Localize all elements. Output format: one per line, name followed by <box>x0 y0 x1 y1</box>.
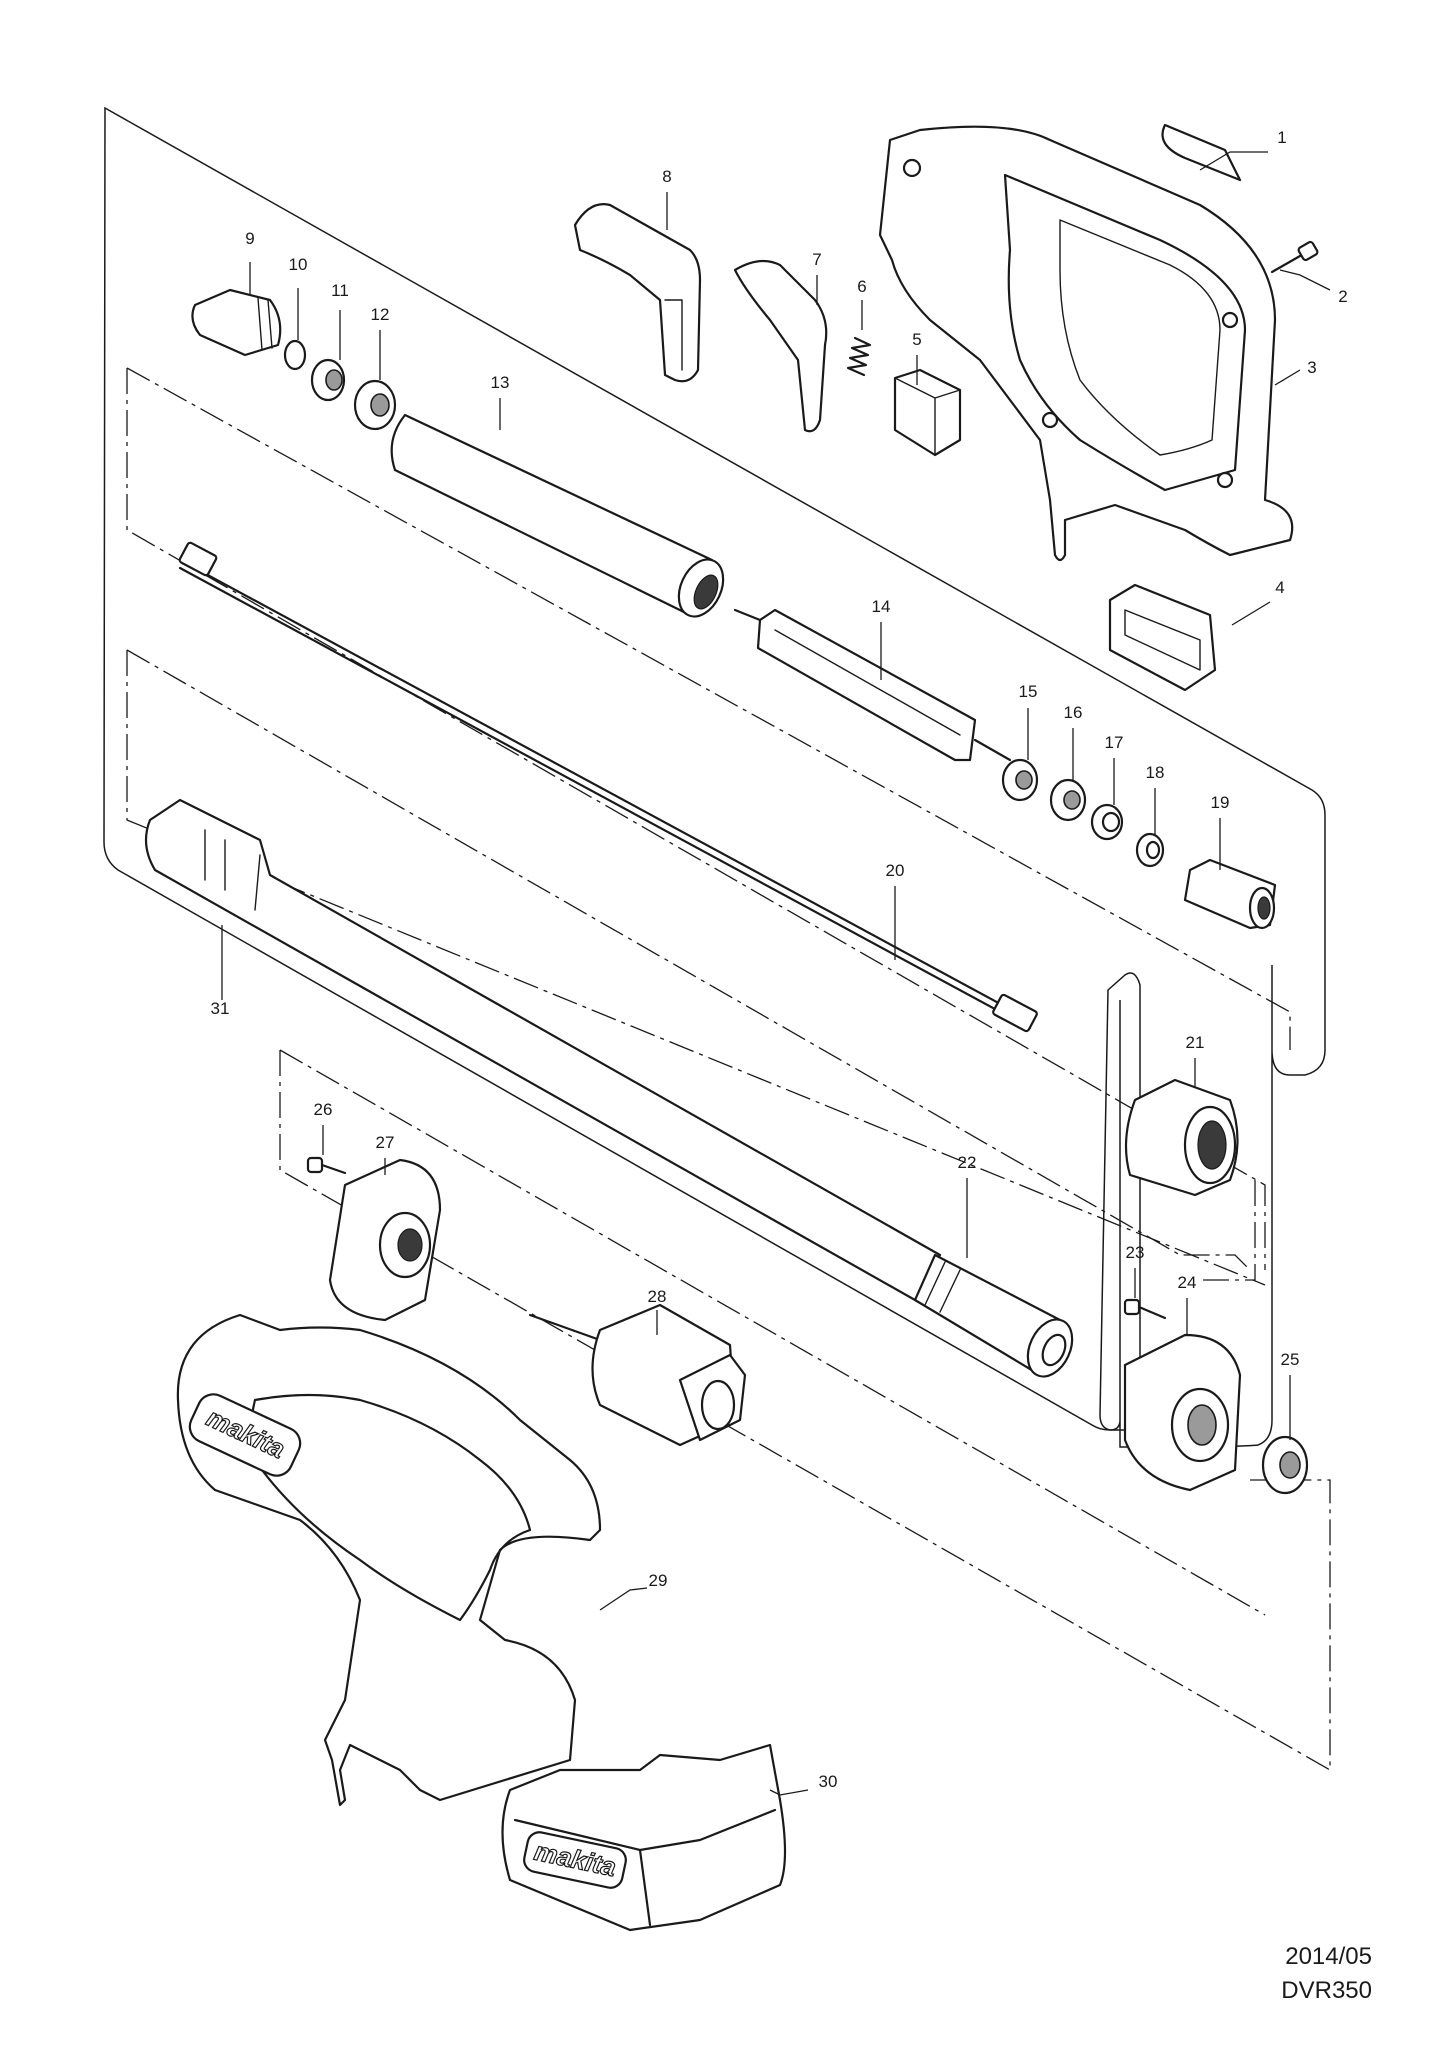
part-28-motor <box>528 1303 747 1447</box>
part-label-18: 18 <box>1146 763 1165 782</box>
part-label-25: 25 <box>1281 1350 1300 1369</box>
part-1-label <box>1161 123 1242 182</box>
part-20-shaft <box>178 541 1038 1033</box>
part-label-14: 14 <box>872 597 891 616</box>
part-label-12: 12 <box>371 305 390 324</box>
leader-lines <box>221 151 1331 1796</box>
footer-date: 2014/05 <box>1285 1943 1372 1970</box>
part-17-ring <box>1090 803 1124 841</box>
part-26-screw <box>306 1156 347 1175</box>
part-6-spring <box>846 336 872 377</box>
part-label-9: 9 <box>245 229 254 248</box>
part-label-31: 31 <box>211 999 230 1018</box>
part-label-4: 4 <box>1275 578 1284 597</box>
part-10-ring <box>283 339 307 371</box>
alignment-lines <box>126 367 1331 1772</box>
part-label-16: 16 <box>1064 703 1083 722</box>
part-29-main-housing <box>176 1313 602 1807</box>
part-5-switch <box>893 368 962 457</box>
part-13-sleeve <box>390 413 725 618</box>
part-label-30: 30 <box>819 1772 838 1791</box>
part-30-cover <box>501 1743 787 1932</box>
part-27-bracket <box>328 1158 442 1322</box>
part-9-nosecone <box>191 288 282 357</box>
part-label-20: 20 <box>886 861 905 880</box>
part-18-washer <box>1135 832 1165 868</box>
part-label-11: 11 <box>331 281 349 300</box>
part-label-22: 22 <box>958 1153 977 1172</box>
part-label-2: 2 <box>1338 287 1347 306</box>
part-23-screw <box>1123 1298 1167 1320</box>
part-24-flange <box>1123 1333 1242 1492</box>
part-12-bearing <box>353 379 397 431</box>
part-label-5: 5 <box>912 330 921 349</box>
part-4-plate <box>1108 583 1217 692</box>
part-label-8: 8 <box>662 167 671 186</box>
part-25-bearing <box>1261 1435 1309 1495</box>
part-16-bearing <box>1049 778 1087 822</box>
part-label-15: 15 <box>1019 682 1038 701</box>
assembly-frame-main <box>103 106 1326 1448</box>
part-21-locknut <box>1124 1078 1239 1197</box>
part-label-17: 17 <box>1105 733 1124 752</box>
part-22-tube-end <box>913 1253 1074 1378</box>
part-label-19: 19 <box>1211 793 1230 812</box>
part-label-7: 7 <box>812 250 821 269</box>
part-number-labels: 1 2 3 4 5 6 7 8 9 10 11 12 13 14 15 16 1… <box>211 128 1348 1791</box>
part-2-screw <box>1270 240 1319 274</box>
part-label-1: 1 <box>1277 128 1286 147</box>
footer-model: DVR350 <box>1281 1977 1372 2004</box>
part-label-6: 6 <box>857 277 866 296</box>
part-label-13: 13 <box>491 373 510 392</box>
part-label-24: 24 <box>1178 1273 1197 1292</box>
part-15-bearing <box>1001 758 1039 802</box>
part-label-23: 23 <box>1126 1243 1145 1262</box>
part-label-27: 27 <box>376 1133 395 1152</box>
part-label-26: 26 <box>314 1100 333 1119</box>
part-8-clip <box>573 203 702 383</box>
part-3-housing <box>878 125 1294 562</box>
part-31-outer-tube <box>144 798 942 1302</box>
part-label-10: 10 <box>289 255 308 274</box>
part-label-29: 29 <box>649 1571 668 1590</box>
part-11-bearing <box>310 358 346 402</box>
part-14-spindle <box>733 608 1012 762</box>
part-label-21: 21 <box>1186 1033 1205 1052</box>
part-label-28: 28 <box>648 1287 667 1306</box>
part-7-trigger <box>733 259 828 433</box>
part-19-coupling <box>1183 858 1277 930</box>
part-label-3: 3 <box>1307 358 1316 377</box>
